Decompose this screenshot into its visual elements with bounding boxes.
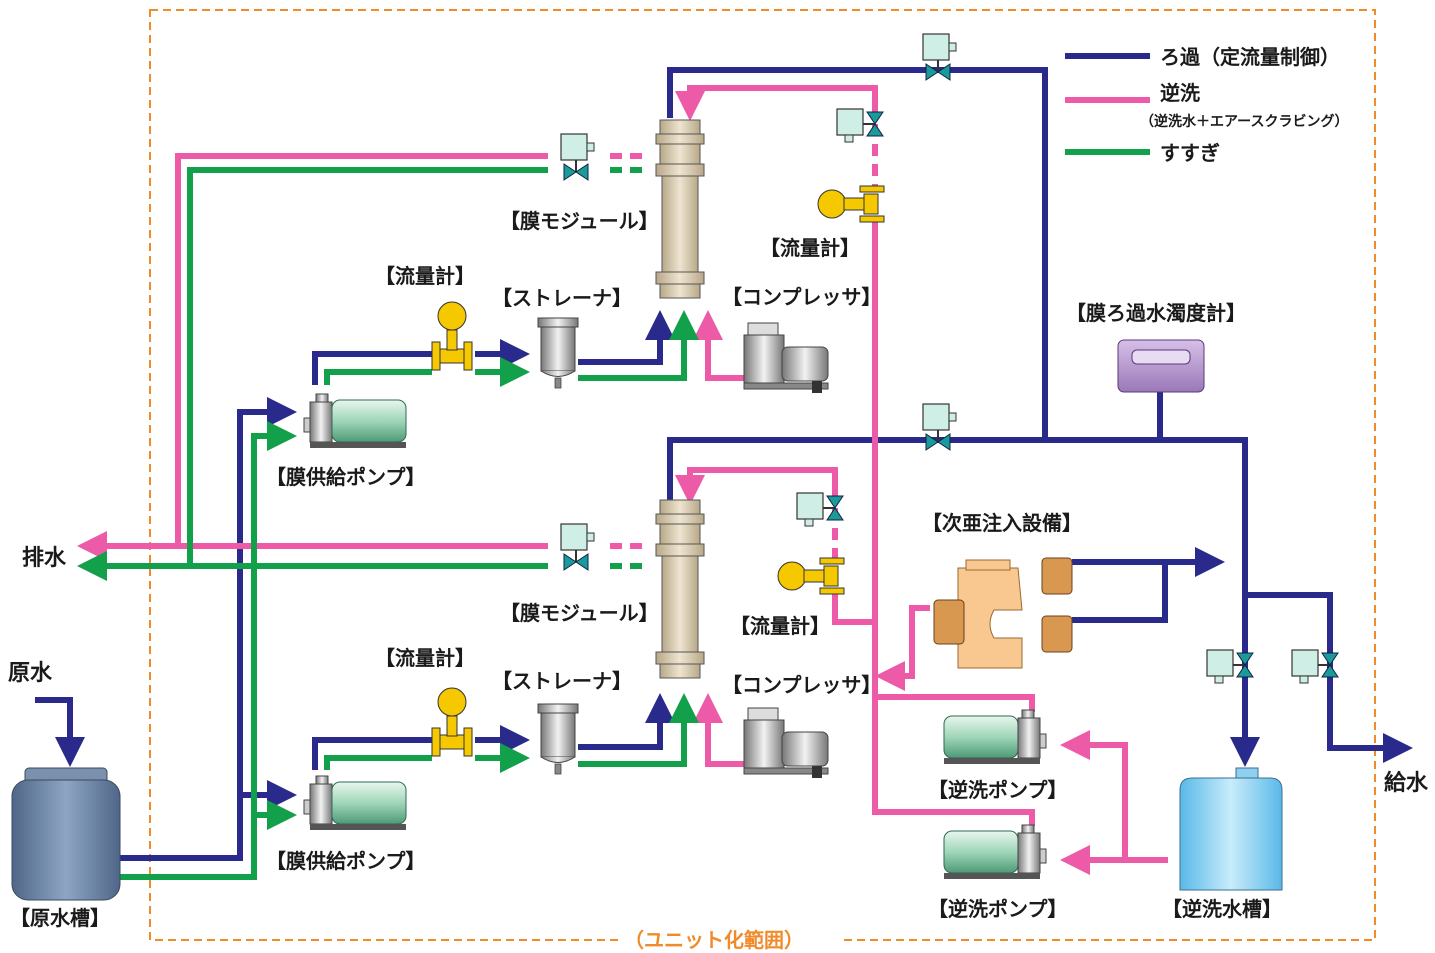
flowmeter-icon bbox=[777, 557, 845, 595]
valve-icon bbox=[560, 523, 595, 571]
chlorine-injection-label: 【次亜注入設備】 bbox=[922, 511, 1082, 535]
flowmeter-label: 【流量計】 bbox=[375, 264, 475, 288]
backwash-pump-label: 【逆洗ポンプ】 bbox=[928, 778, 1067, 802]
valve-icon bbox=[836, 108, 884, 143]
compressor-icon bbox=[743, 707, 829, 779]
unit-boundary bbox=[149, 9, 1376, 941]
labels: ろ過（定流量制御） 逆洗 （逆洗水＋エアースクラビング） すすぎ 排水 原水 【… bbox=[8, 45, 1429, 952]
flowmeter-label: 【流量計】 bbox=[375, 646, 475, 670]
flowmeter-label: 【流量計】 bbox=[760, 236, 860, 260]
raw-water-tank bbox=[11, 767, 121, 901]
compressor-icon bbox=[743, 322, 829, 394]
raw-tank-label: 【原水槽】 bbox=[10, 906, 110, 930]
feed-pump-label: 【膜供給ポンプ】 bbox=[266, 465, 425, 489]
flowmeter-label: 【流量計】 bbox=[730, 614, 830, 638]
strainer-label: 【ストレーナ】 bbox=[492, 286, 632, 310]
compressor-label: 【コンプレッサ】 bbox=[722, 285, 881, 309]
chlorine-injection-equipment bbox=[933, 557, 1073, 669]
flowmeter-icon bbox=[817, 185, 885, 223]
feed-pump-label: 【膜供給ポンプ】 bbox=[266, 849, 425, 873]
legend-rinse-label: すすぎ bbox=[1160, 141, 1220, 165]
valve-icon bbox=[560, 133, 595, 181]
backwash-tank bbox=[1179, 767, 1283, 891]
membrane-module-icon bbox=[655, 119, 705, 299]
membrane-module-icon bbox=[655, 499, 705, 679]
pump-icon bbox=[943, 709, 1047, 765]
strainer-icon bbox=[537, 317, 579, 389]
legend-backwash-label: 逆洗 bbox=[1160, 81, 1200, 105]
pump-icon bbox=[943, 824, 1047, 880]
supply-label: 給水 bbox=[1384, 770, 1429, 796]
pump-icon bbox=[303, 393, 407, 449]
membrane-module-label: 【膜モジュール】 bbox=[500, 601, 659, 625]
membrane-module-label: 【膜モジュール】 bbox=[500, 209, 659, 233]
pipelines bbox=[35, 53, 1413, 880]
backwash-pump-label: 【逆洗ポンプ】 bbox=[928, 897, 1067, 921]
legend-filtration-label: ろ過（定流量制御） bbox=[1160, 45, 1340, 69]
turbidity-meter bbox=[1117, 339, 1205, 393]
drain-label: 排水 bbox=[22, 546, 67, 571]
backwash-tank-label: 【逆洗水槽】 bbox=[1162, 897, 1282, 921]
valve-icon bbox=[796, 492, 844, 527]
strainer-icon bbox=[537, 703, 579, 775]
unit-scope-label: （ユニット化範囲） bbox=[624, 928, 804, 952]
flowmeter-icon bbox=[431, 301, 473, 371]
raw-water-label: 原水 bbox=[8, 661, 53, 686]
strainer-label: 【ストレーナ】 bbox=[492, 669, 632, 693]
valve-icon bbox=[922, 33, 957, 81]
flowmeter-icon bbox=[431, 687, 473, 757]
compressor-label: 【コンプレッサ】 bbox=[722, 673, 881, 697]
valve-icon bbox=[922, 403, 957, 451]
pump-icon bbox=[303, 775, 407, 831]
legend-backwash-sub-label: （逆洗水＋エアースクラビング） bbox=[1140, 113, 1348, 130]
turbidity-meter-label: 【膜ろ過水濁度計】 bbox=[1066, 301, 1246, 325]
